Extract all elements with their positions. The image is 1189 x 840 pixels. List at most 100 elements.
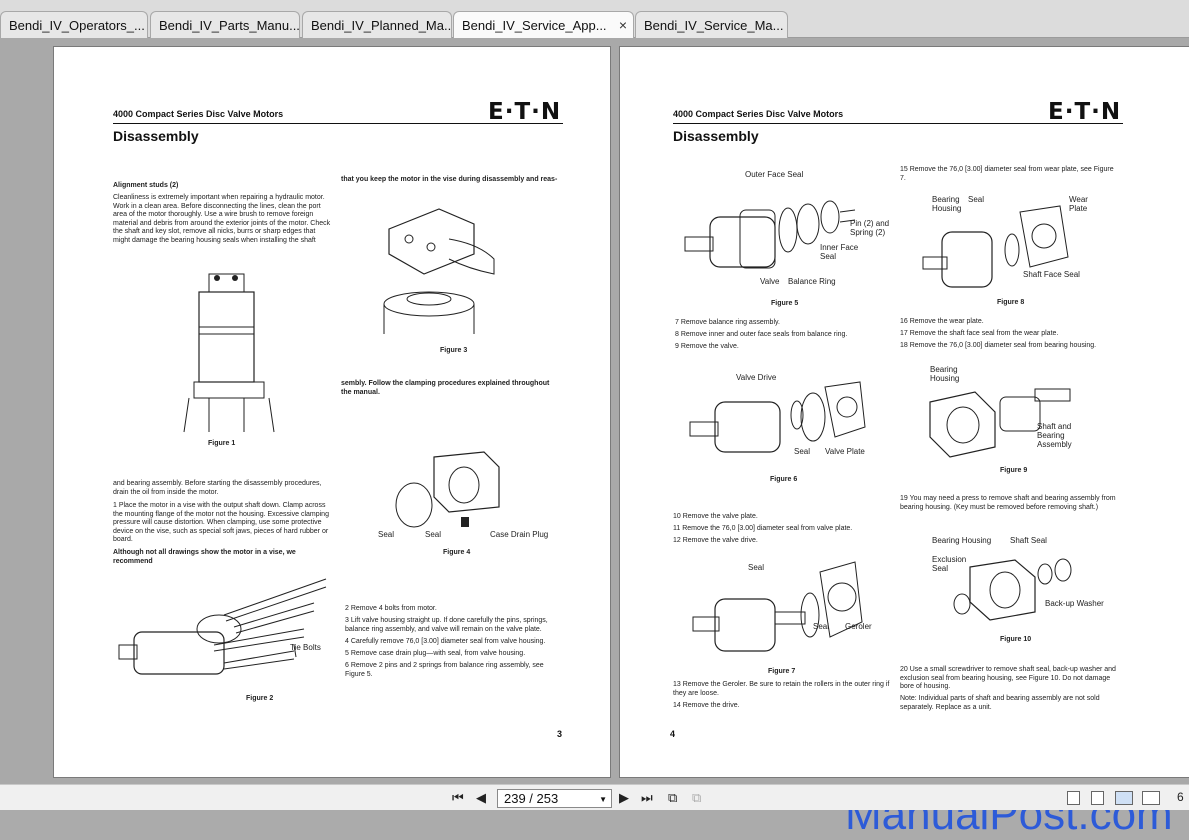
fig4-label-seal-2: Seal (425, 530, 442, 539)
step-15: 15 Remove the 76,0 [3.00] diameter seal … (900, 166, 1114, 182)
fig10-label-backup-washer: Back-up Washer (1045, 599, 1104, 608)
fig5-label-pin-spring: Pin (2) and Spring (2) (850, 219, 890, 237)
figure-7-caption: Figure 7 (768, 668, 796, 675)
figure-10-caption: Figure 10 (1000, 636, 1032, 643)
step-1: 1 Place the motor in a vise with the out… (113, 502, 329, 544)
figure-3-caption: Figure 3 (440, 347, 468, 354)
fig8-label-seal: Seal (968, 195, 985, 204)
figure-6-valve-plate-drawing (689, 381, 866, 453)
header-rule (673, 123, 1123, 124)
note: Note: Individual parts of shaft and bear… (900, 695, 1100, 711)
step-10: 10 Remove the valve plate. (673, 513, 758, 520)
figure-1-caption: Figure 1 (208, 440, 236, 447)
alignment-body: Cleanliness is extremely important when … (113, 194, 331, 244)
fig10-label-exclusion-seal: Exclusion Seal (932, 555, 967, 573)
page-number: 4 (670, 729, 676, 739)
fig9-label-shaft-bearing-assembly: Shaft and Bearing Assembly (1037, 422, 1072, 449)
col2-mid-text: sembly. Follow the clamping procedures e… (341, 380, 550, 396)
step-19: 19 You may need a press to remove shaft … (900, 495, 1116, 511)
page-title: Disassembly (113, 128, 199, 144)
tab-label: Bendi_IV_Parts_Manu... (159, 18, 300, 33)
first-page-icon[interactable]: ⏮ (452, 790, 464, 805)
fig4-label-case-drain-plug: Case Drain Plug (490, 530, 549, 539)
col2-top-text: that you keep the motor in the vise duri… (341, 176, 558, 183)
fig8-label-wear-plate: Wear Plate (1069, 195, 1088, 213)
single-page-view-icon[interactable] (1067, 791, 1080, 805)
page-title: Disassembly (673, 128, 759, 144)
continuous-view-icon[interactable] (1091, 791, 1104, 805)
figure-5-caption: Figure 5 (771, 300, 799, 307)
fig4-label-seal-1: Seal (378, 530, 395, 539)
fig10-label-bearing-housing: Bearing Housing (932, 536, 992, 545)
step-7: 7 Remove balance ring assembly. (675, 319, 780, 326)
tab-bar: Bendi_IV_Operators_... Bendi_IV_Parts_Ma… (0, 0, 1189, 39)
figure-9-shaft-bearing-drawing (929, 388, 1071, 458)
tab-planned-maintenance[interactable]: Bendi_IV_Planned_Ma... (302, 11, 452, 38)
drain-oil-paragraph: and bearing assembly. Before starting th… (113, 480, 322, 496)
figure-6-caption: Figure 6 (770, 476, 798, 483)
fig7-label-seal-top: Seal (748, 563, 765, 572)
step-5: 5 Remove case drain plug—with seal, from… (345, 650, 526, 657)
page-header: 4000 Compact Series Disc Valve Motors (673, 109, 844, 119)
alignment-heading: Alignment studs (2) (113, 182, 179, 189)
eaton-logo: E·T·N (488, 99, 562, 125)
vise-note: Although not all drawings show the motor… (113, 549, 296, 565)
fig5-label-balance-ring: Balance Ring (788, 277, 836, 286)
step-18: 18 Remove the 76,0 [3.00] diameter seal … (900, 342, 1097, 349)
figure-3-hand-lifting-drawing (383, 208, 495, 334)
step-4: 4 Carefully remove 76,0 [3.00] diameter … (345, 638, 546, 645)
next-page-icon[interactable]: ▶ (619, 790, 629, 805)
tab-service-manual[interactable]: Bendi_IV_Service_Ma... (635, 11, 788, 38)
page-number-input[interactable]: 239 / 253 ▼ (497, 789, 612, 808)
fig5-label-inner-face-seal: Inner Face Seal (820, 243, 859, 261)
tab-parts-manual[interactable]: Bendi_IV_Parts_Manu... (150, 11, 300, 38)
figure-2-caption: Figure 2 (246, 695, 274, 702)
page-header: 4000 Compact Series Disc Valve Motors (113, 109, 284, 119)
fig2-label-tie-bolts: Tie Bolts (290, 643, 321, 652)
previous-view-icon[interactable]: ⧉ (668, 790, 678, 805)
tab-label: Bendi_IV_Operators_... (9, 18, 145, 33)
step-20: 20 Use a small screwdriver to remove sha… (900, 666, 1116, 691)
fig8-label-bearing-housing: Bearing Housing (932, 195, 962, 213)
page-number: 3 (557, 729, 563, 739)
eaton-logo: E·T·N (1048, 99, 1122, 125)
step-12: 12 Remove the valve drive. (673, 537, 758, 544)
step-11: 11 Remove the 76,0 [3.00] diameter seal … (673, 525, 853, 532)
figure-7-geroler-drawing (692, 561, 863, 652)
close-tab-icon[interactable]: × (618, 17, 627, 33)
continuous-facing-view-icon[interactable] (1142, 791, 1160, 805)
document-viewer[interactable]: 4000 Compact Series Disc Valve Motors E·… (0, 38, 1189, 839)
step-6: 6 Remove 2 pins and 2 springs from balan… (345, 662, 544, 678)
step-14: 14 Remove the drive. (673, 702, 740, 709)
fig6-label-valve-drive: Valve Drive (736, 373, 777, 382)
step-13: 13 Remove the Geroler. Be sure to retain… (673, 681, 890, 697)
tab-label: Bendi_IV_Planned_Ma... (311, 18, 452, 33)
fig8-label-shaft-face-seal: Shaft Face Seal (1023, 270, 1080, 279)
fig9-label-bearing-housing: Bearing Housing (930, 365, 960, 383)
last-page-icon[interactable]: ⏭ (641, 790, 653, 805)
figure-8-caption: Figure 8 (997, 299, 1025, 306)
step-2: 2 Remove 4 bolts from motor. (345, 605, 437, 612)
figure-2-tie-bolts-drawing (118, 578, 327, 675)
tab-label: Bendi_IV_Service_Ma... (644, 18, 784, 33)
zoom-level-partial[interactable]: 6 (1177, 790, 1184, 804)
step-8: 8 Remove inner and outer face seals from… (675, 331, 848, 338)
figure-5-balance-ring-drawing (684, 200, 856, 269)
step-16: 16 Remove the wear plate. (900, 318, 984, 325)
facing-view-icon[interactable] (1115, 791, 1133, 805)
figure-4-caption: Figure 4 (443, 549, 471, 556)
step-9: 9 Remove the valve. (675, 343, 739, 350)
fig6-label-valve-plate: Valve Plate (825, 447, 865, 456)
fig10-label-shaft-seal: Shaft Seal (1010, 536, 1047, 545)
previous-page-icon[interactable]: ◀ (476, 790, 486, 805)
page-display: 239 / 253 (504, 791, 559, 806)
fig5-label-outer-face-seal: Outer Face Seal (745, 170, 804, 179)
page-3: 4000 Compact Series Disc Valve Motors E·… (53, 46, 611, 778)
fig5-label-valve: Valve (760, 277, 780, 286)
next-view-icon[interactable]: ⧉ (692, 790, 702, 805)
tab-service-app[interactable]: Bendi_IV_Service_App...× (453, 11, 634, 39)
fig7-label-geroler: Geroler (845, 622, 872, 631)
chevron-down-icon[interactable]: ▼ (599, 795, 607, 804)
figure-8-wear-plate-drawing (922, 205, 1069, 288)
tab-operators-manual[interactable]: Bendi_IV_Operators_... (0, 11, 148, 38)
